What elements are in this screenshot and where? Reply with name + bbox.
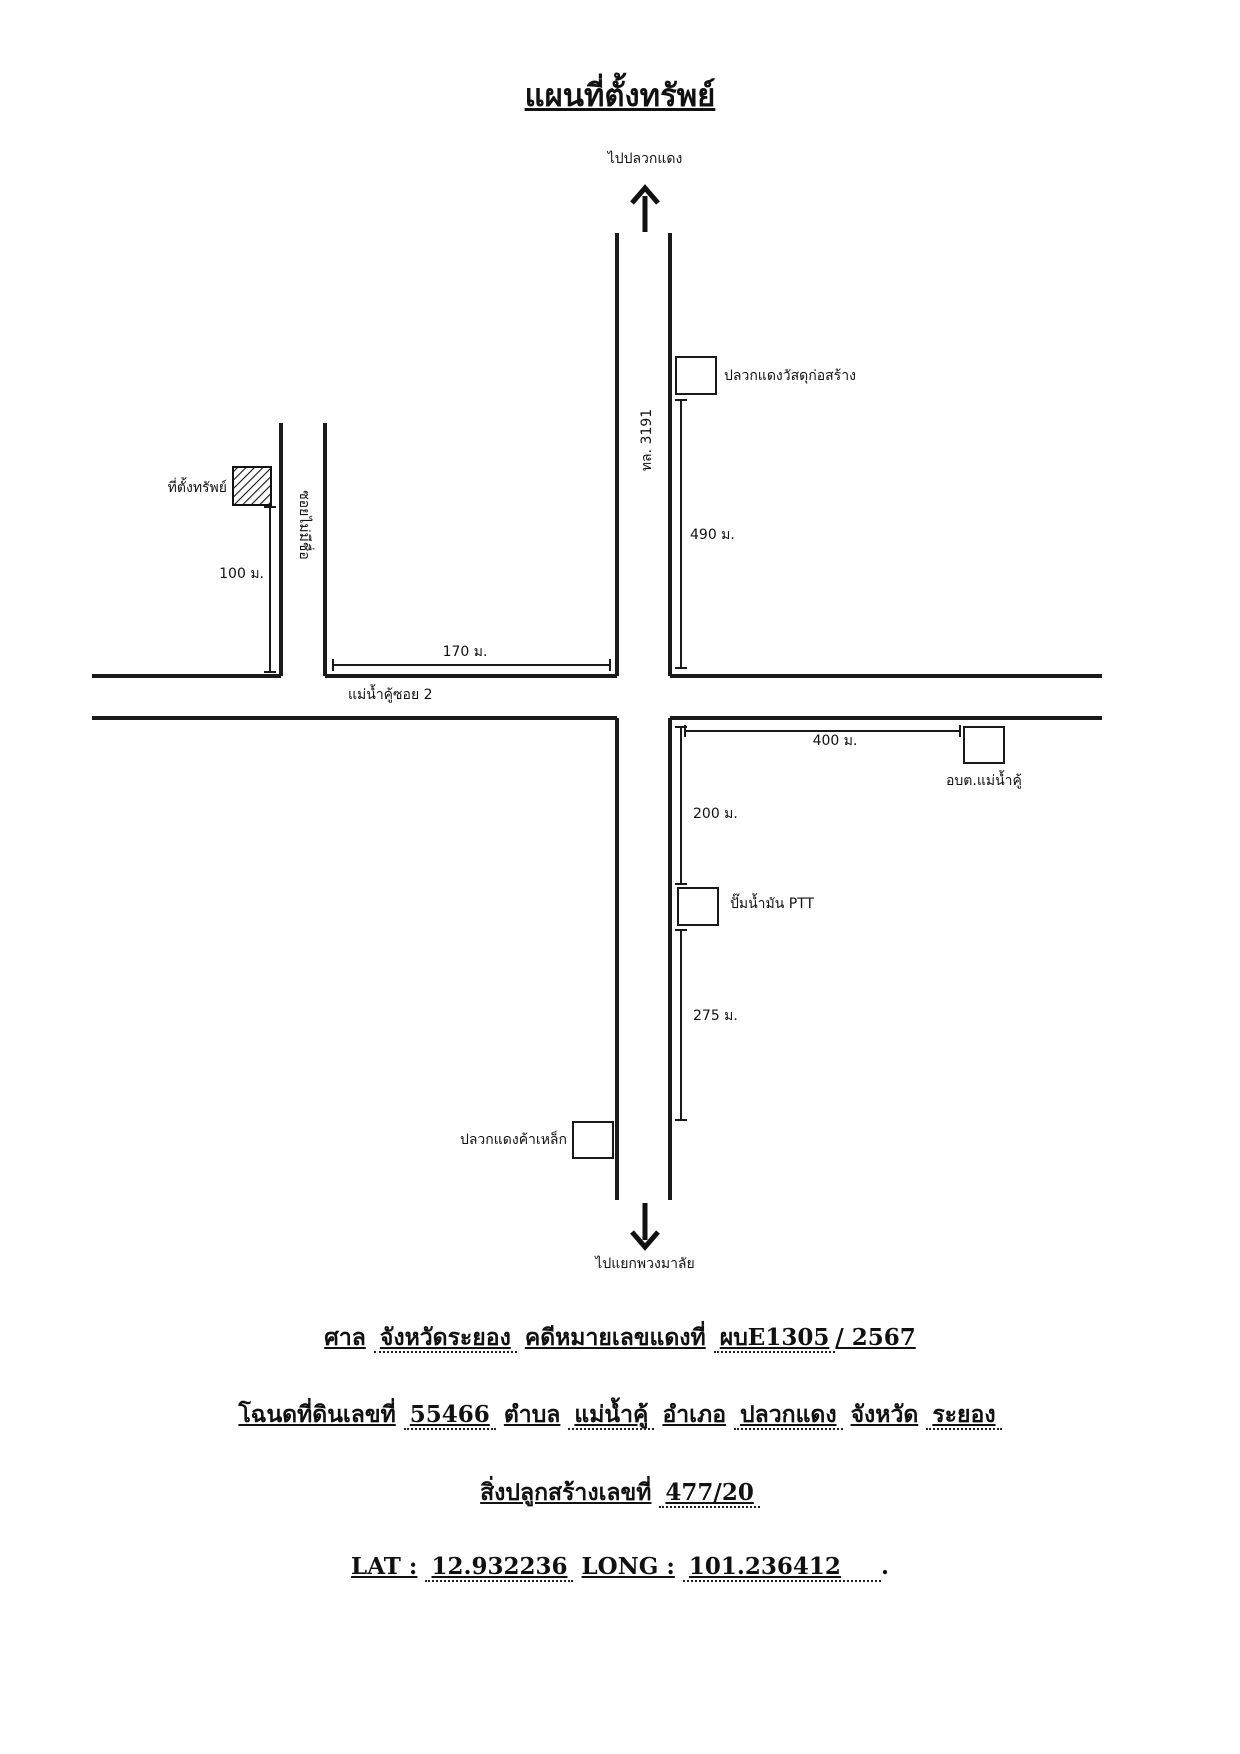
tambon-label: ตำบล bbox=[503, 1401, 561, 1428]
main-road-label: ทล. 3191 bbox=[639, 409, 655, 471]
property-map: ไปปลวกแดง ไปแยกพวงมาลัย ทล. 3191 ซอยไม่ม… bbox=[92, 150, 1102, 1272]
south-direction-label: ไปแยกพวงมาลัย bbox=[594, 1255, 694, 1272]
building-label: สิ่งปลูกสร้างเลขที่ bbox=[480, 1479, 652, 1506]
distance-property-label: 100 ม. bbox=[219, 566, 264, 582]
case-label: คดีหมายเลขแดงที่ bbox=[524, 1324, 706, 1351]
trailing-dot: . bbox=[880, 1553, 889, 1580]
case-number: ผบE1305 bbox=[713, 1324, 836, 1353]
court-case-line: ศาล จังหวัดระยอง คดีหมายเลขแดงที่ ผบE130… bbox=[0, 1320, 1240, 1356]
court-label: ศาล bbox=[324, 1324, 366, 1351]
steel-store-label: ปลวกแดงค้าเหล็ก bbox=[460, 1130, 567, 1148]
court-value: จังหวัดระยอง bbox=[373, 1324, 517, 1353]
coordinates-line: LAT : 12.932236 LONG : 101.236412. bbox=[0, 1553, 1240, 1582]
lat-value: 12.932236 bbox=[425, 1553, 574, 1582]
gas-station-marker-icon bbox=[677, 887, 719, 926]
lat-label: LAT : bbox=[351, 1553, 418, 1580]
property-label: ที่ตั้งทรัพย์ bbox=[168, 477, 227, 496]
construction-store-marker-icon bbox=[675, 356, 717, 395]
tambon-office-label: อบต.แม่น้ำคู้ bbox=[946, 770, 1022, 789]
province-value: ระยอง bbox=[926, 1401, 1002, 1430]
long-label: LONG : bbox=[581, 1553, 675, 1580]
deed-label: โฉนดที่ดินเลขที่ bbox=[238, 1401, 396, 1428]
distance-490-label: 490 ม. bbox=[690, 527, 735, 543]
construction-store-label: ปลวกแดงวัสดุก่อสร้าง bbox=[724, 368, 856, 384]
steel-store-marker-icon bbox=[572, 1121, 614, 1159]
building-line: สิ่งปลูกสร้างเลขที่ 477/20 bbox=[0, 1475, 1240, 1511]
building-number: 477/20 bbox=[659, 1479, 760, 1508]
property-marker-icon bbox=[232, 466, 272, 506]
province-label: จังหวัด bbox=[850, 1401, 919, 1428]
distance-200-label: 200 ม. bbox=[693, 806, 738, 822]
north-arrow-icon bbox=[630, 184, 660, 232]
distance-400-label: 400 ม. bbox=[813, 733, 858, 749]
side-road-label: ซอยไม่มีชื่อ bbox=[296, 490, 314, 560]
tambon-value: แม่น้ำคู้ bbox=[568, 1401, 655, 1430]
cross-road-label: แม่น้ำคู้ซอย 2 bbox=[348, 684, 433, 703]
deed-number: 55466 bbox=[403, 1401, 496, 1430]
roads bbox=[92, 233, 1102, 1200]
south-arrow-icon bbox=[630, 1203, 660, 1251]
amphoe-label: อำเภอ bbox=[662, 1401, 727, 1428]
page-title: แผนที่ตั้งทรัพย์ bbox=[524, 78, 716, 114]
dimension-lines bbox=[264, 399, 961, 1121]
long-value: 101.236412 bbox=[682, 1553, 881, 1582]
case-year: / 2567 bbox=[835, 1324, 916, 1351]
distance-275-label: 275 ม. bbox=[693, 1008, 738, 1024]
tambon-office-marker-icon bbox=[963, 726, 1005, 764]
amphoe-value: ปลวกแดง bbox=[734, 1401, 843, 1430]
gas-station-label: ปั๊มน้ำมัน PTT bbox=[730, 893, 815, 912]
distance-170-label: 170 ม. bbox=[443, 644, 488, 660]
deed-line: โฉนดที่ดินเลขที่ 55466 ตำบล แม่น้ำคู้ อำ… bbox=[0, 1397, 1240, 1433]
north-direction-label: ไปปลวกแดง bbox=[607, 150, 683, 167]
